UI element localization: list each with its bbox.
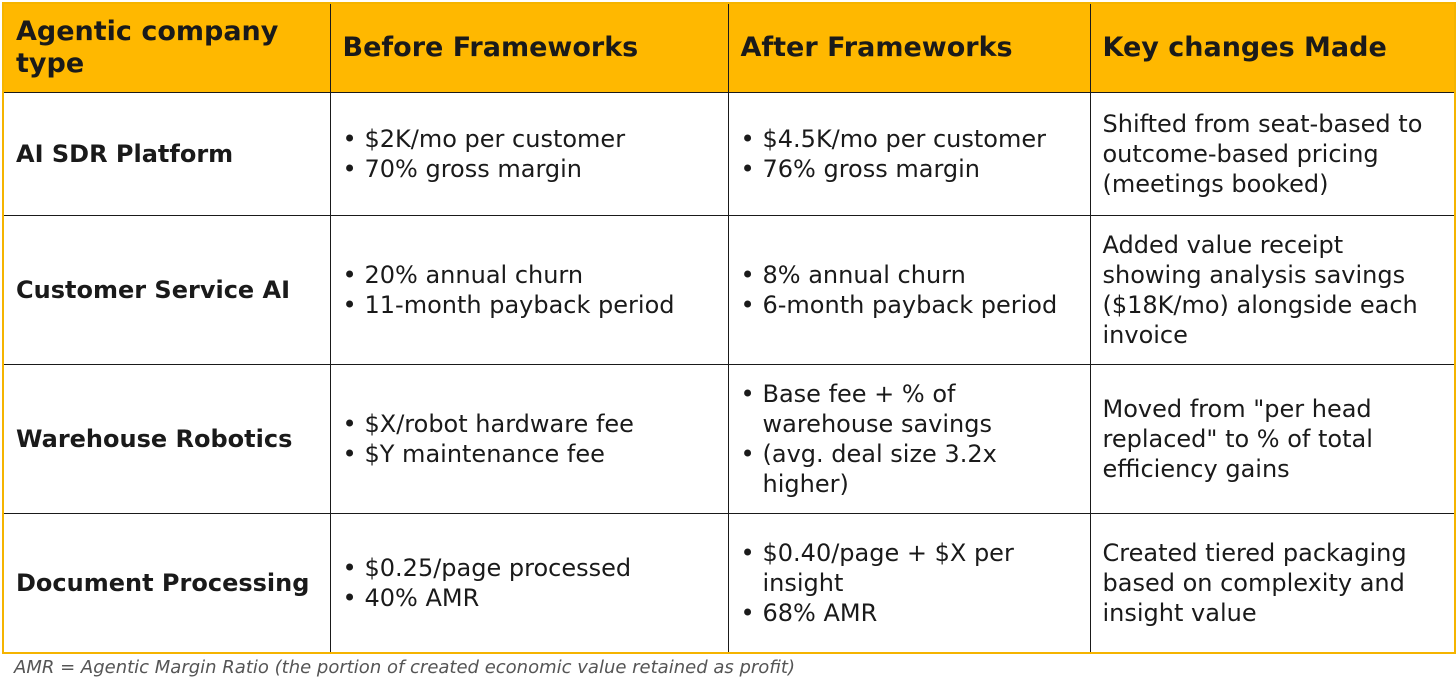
key-changes-cell: Added value receipt showing analysis sav… — [1089, 215, 1455, 365]
list-item: 70% gross margin — [343, 154, 716, 184]
company-type-cell: AI SDR Platform — [3, 92, 331, 216]
table-row: Customer Service AI 20% annual churn 11-… — [3, 215, 1455, 365]
company-type-cell: Document Processing — [3, 513, 331, 653]
table-header: Agentic company type Before Frameworks A… — [3, 3, 1455, 93]
after-cell: Base fee + % of warehouse savings (avg. … — [727, 364, 1091, 514]
list-item: 40% AMR — [343, 583, 716, 613]
list-item: $0.40/page + $X per insight — [741, 538, 1078, 598]
header-row: Agentic company type Before Frameworks A… — [3, 3, 1455, 93]
list-item: (avg. deal size 3.2x higher) — [741, 439, 1078, 499]
after-list: $0.40/page + $X per insight 68% AMR — [741, 538, 1078, 628]
before-list: $2K/mo per customer 70% gross margin — [343, 124, 716, 184]
company-type-cell: Customer Service AI — [3, 215, 331, 365]
list-item: $4.5K/mo per customer — [741, 124, 1078, 154]
list-item: 6-month payback period — [741, 290, 1078, 320]
after-cell: $0.40/page + $X per insight 68% AMR — [727, 513, 1091, 653]
table-body: AI SDR Platform $2K/mo per customer 70% … — [3, 92, 1455, 653]
list-item: 76% gross margin — [741, 154, 1078, 184]
header-after-frameworks: After Frameworks — [727, 3, 1091, 93]
key-changes-cell: Shifted from seat-based to outcome-based… — [1089, 92, 1455, 216]
list-item: $Y maintenance fee — [343, 439, 716, 469]
after-cell: $4.5K/mo per customer 76% gross margin — [727, 92, 1091, 216]
header-company-type: Agentic company type — [3, 3, 331, 93]
after-list: Base fee + % of warehouse savings (avg. … — [741, 379, 1078, 499]
after-list: 8% annual churn 6-month payback period — [741, 260, 1078, 320]
table-row: Document Processing $0.25/page processed… — [3, 513, 1455, 653]
company-type-cell: Warehouse Robotics — [3, 364, 331, 514]
list-item: Base fee + % of warehouse savings — [741, 379, 1078, 439]
key-changes-cell: Created tiered packaging based on comple… — [1089, 513, 1455, 653]
after-cell: 8% annual churn 6-month payback period — [727, 215, 1091, 365]
before-list: $X/robot hardware fee $Y maintenance fee — [343, 409, 716, 469]
before-cell: $2K/mo per customer 70% gross margin — [329, 92, 729, 216]
table-row: Warehouse Robotics $X/robot hardware fee… — [3, 364, 1455, 514]
table-row: AI SDR Platform $2K/mo per customer 70% … — [3, 92, 1455, 216]
after-list: $4.5K/mo per customer 76% gross margin — [741, 124, 1078, 184]
list-item: 68% AMR — [741, 598, 1078, 628]
header-before-frameworks: Before Frameworks — [329, 3, 729, 93]
before-list: 20% annual churn 11-month payback period — [343, 260, 716, 320]
list-item: $2K/mo per customer — [343, 124, 716, 154]
before-cell: 20% annual churn 11-month payback period — [329, 215, 729, 365]
before-list: $0.25/page processed 40% AMR — [343, 553, 716, 613]
header-key-changes: Key changes Made — [1089, 3, 1455, 93]
before-cell: $X/robot hardware fee $Y maintenance fee — [329, 364, 729, 514]
comparison-table: Agentic company type Before Frameworks A… — [2, 2, 1456, 654]
list-item: 20% annual churn — [343, 260, 716, 290]
before-cell: $0.25/page processed 40% AMR — [329, 513, 729, 653]
key-changes-cell: Moved from "per head replaced" to % of t… — [1089, 364, 1455, 514]
footnote: AMR = Agentic Margin Ratio (the portion … — [14, 657, 796, 678]
list-item: $0.25/page processed — [343, 553, 716, 583]
list-item: 8% annual churn — [741, 260, 1078, 290]
list-item: $X/robot hardware fee — [343, 409, 716, 439]
list-item: 11-month payback period — [343, 290, 716, 320]
